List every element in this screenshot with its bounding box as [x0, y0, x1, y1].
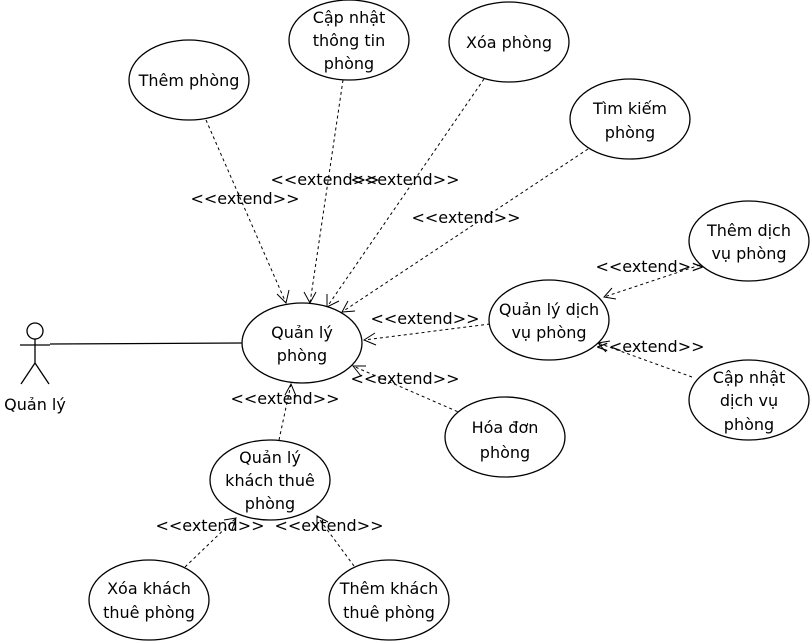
usecase-label: phòng	[245, 494, 295, 513]
usecase-label: dịch vụ	[720, 391, 778, 410]
usecase-them-khach-thue-phong[interactable]: Thêm khách thuê phòng	[328, 559, 450, 641]
usecase-label: Quản lý	[239, 448, 301, 467]
usecase-label: phòng	[324, 54, 374, 73]
extend-label-them-khach: <<extend>>	[274, 516, 383, 535]
actor-right-leg	[34, 362, 50, 385]
dep-xoa-phong	[326, 78, 485, 308]
usecase-them-phong[interactable]: Thêm phòng	[128, 39, 250, 121]
extend-label-cap-nhat-dich-vu: <<extend>>	[595, 337, 704, 356]
arrowhead	[351, 365, 366, 377]
extend-label-quan-ly-khach: <<extend>>	[230, 389, 339, 408]
usecase-label: Thêm khách	[339, 579, 439, 598]
usecase-label: Thêm phòng	[138, 71, 240, 90]
usecase-hoa-don-phong[interactable]: Hóa đơn phòng	[444, 396, 566, 478]
actor-head	[26, 322, 44, 340]
usecase-ellipse	[241, 302, 363, 384]
usecase-cap-nhat-thong-tin-phong[interactable]: Cập nhật thông tin phòng	[288, 0, 410, 81]
usecase-label: khách thuê	[225, 471, 315, 490]
association-line	[49, 342, 243, 345]
arrowhead	[284, 382, 297, 397]
usecase-label: phòng	[277, 346, 327, 365]
dep-tim-kiem	[341, 148, 589, 313]
arrowhead	[316, 515, 329, 528]
usecase-label: Quản lý	[271, 323, 333, 342]
usecase-label: thuê phòng	[343, 603, 435, 622]
usecase-label: Cập nhật	[713, 368, 786, 387]
usecase-label: Cập nhật	[313, 8, 386, 27]
actor-label: Quản lý	[4, 395, 66, 414]
dep-cap-nhat-dich-vu	[597, 342, 693, 378]
usecase-tim-kiem-phong[interactable]: Tìm kiếm phòng	[569, 78, 691, 160]
usecase-quan-ly-dich-vu-phong[interactable]: Quản lý dịch vụ phòng	[488, 279, 610, 361]
usecase-label: vụ phòng	[711, 244, 786, 263]
usecase-ellipse	[209, 439, 331, 521]
usecase-ellipse	[128, 39, 250, 121]
usecase-label: phòng	[480, 443, 530, 462]
arrowhead	[362, 332, 377, 346]
extend-label-tim-kiem: <<extend>>	[411, 208, 520, 227]
usecase-them-dich-vu-phong[interactable]: Thêm dịch vụ phòng	[688, 200, 810, 282]
usecase-label: phòng	[724, 415, 774, 434]
dep-them-dich-vu	[603, 264, 701, 298]
extend-label-cap-nhat-thong-tin: <<extend>>	[270, 170, 379, 189]
actor-quan-ly[interactable]: Quản lý	[4, 322, 66, 414]
usecase-ellipse	[88, 559, 210, 641]
usecase-quan-ly-khach-thue-phong[interactable]: Quản lý khách thuê phòng	[209, 439, 331, 521]
usecase-xoa-khach-thue-phong[interactable]: Xóa khách thuê phòng	[88, 559, 210, 641]
actor-left-leg	[20, 362, 36, 385]
usecase-label: Quản lý dịch	[499, 300, 599, 319]
arrowhead	[603, 287, 617, 300]
usecase-label: Xóa phòng	[466, 33, 552, 52]
extend-label-quan-ly-dich-vu: <<extend>>	[370, 309, 479, 328]
usecase-label: phòng	[605, 123, 655, 142]
usecase-label: Thêm dịch	[706, 221, 791, 240]
usecase-ellipse	[288, 0, 410, 81]
dep-hoa-don	[352, 365, 464, 415]
usecase-ellipse	[328, 559, 450, 641]
usecase-xoa-phong[interactable]: Xóa phòng	[448, 1, 570, 83]
extend-label-xoa-phong: <<extend>>	[350, 170, 459, 189]
extend-label-hoa-don: <<extend>>	[350, 369, 459, 388]
usecase-ellipse	[688, 200, 810, 282]
usecase-label: Xóa khách	[107, 579, 191, 598]
usecase-label: thuê phòng	[103, 603, 195, 622]
dep-cap-nhat-thong-tin	[309, 79, 344, 304]
extend-label-them-phong: <<extend>>	[190, 189, 299, 208]
usecase-ellipse	[688, 359, 810, 441]
arrowhead	[223, 517, 237, 531]
usecase-ellipse	[488, 279, 610, 361]
usecase-label: Tìm kiếm	[592, 99, 667, 118]
usecase-cap-nhat-dich-vu-phong[interactable]: Cập nhật dịch vụ phòng	[688, 359, 810, 441]
arrowhead	[276, 289, 290, 304]
usecase-ellipse	[448, 1, 570, 83]
extend-label-xoa-khach: <<extend>>	[155, 516, 264, 535]
usecase-label: thông tin	[313, 31, 385, 50]
usecase-label: vụ phòng	[511, 323, 586, 342]
arrowhead	[341, 300, 356, 313]
extend-label-them-dich-vu: <<extend>>	[595, 257, 704, 276]
dep-them-phong	[205, 119, 287, 304]
usecase-ellipse	[444, 396, 566, 478]
usecase-quan-ly-phong[interactable]: Quản lý phòng	[241, 302, 363, 384]
arrowhead	[326, 294, 340, 308]
dep-them-khach	[316, 515, 355, 567]
usecase-label: Hóa đơn	[472, 418, 539, 437]
extend-labels: <<extend>> <<extend>> <<extend>> <<exten…	[155, 170, 704, 535]
usecase-ellipse	[569, 78, 691, 160]
